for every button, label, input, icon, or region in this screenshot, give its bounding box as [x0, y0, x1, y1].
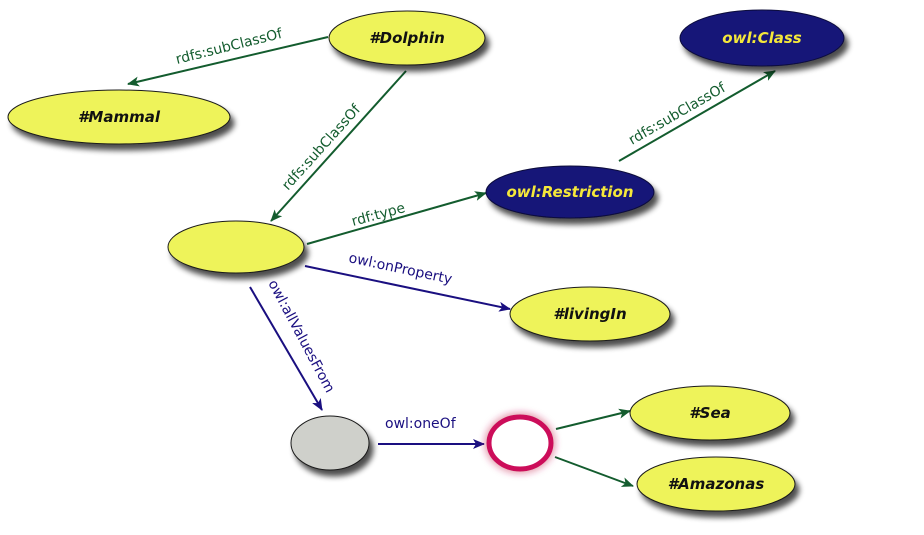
node-shape — [509, 286, 671, 342]
node-label: #Dolphin — [369, 29, 445, 47]
edge-restriction-owlclass: rdfs:subClassOf — [618, 70, 776, 162]
edge-label: rdfs:subClassOf — [626, 79, 729, 148]
node-label: #livingIn — [553, 305, 626, 323]
edge-line — [555, 408, 631, 430]
node-shape — [485, 165, 655, 219]
node-amazonas: #Amazonas — [636, 456, 796, 512]
edge-line — [127, 36, 329, 87]
node-livingin: #livingIn — [509, 286, 671, 342]
node-dolphin: #Dolphin — [328, 10, 486, 66]
node-label: #Amazonas — [668, 475, 765, 493]
node-shape — [629, 385, 791, 441]
nodes: #Dolphin #Mammal owl:Class owl:Restricti… — [7, 9, 845, 512]
node-shape — [636, 456, 796, 512]
node-shape — [486, 414, 554, 472]
edge-label: owl:allValuesFrom — [264, 277, 337, 395]
edge-line — [304, 265, 511, 312]
edge-grey-ring: owl:oneOf — [378, 416, 485, 449]
node-shape — [328, 10, 486, 66]
node-mammal: #Mammal — [7, 89, 231, 145]
node-grey — [290, 415, 370, 471]
edge-line — [554, 456, 634, 487]
edge-label: owl:onProperty — [347, 250, 453, 288]
node-label: #Sea — [689, 404, 731, 422]
edge-label: rdfs:subClassOf — [174, 26, 285, 68]
node-owl-class: owl:Class — [679, 9, 845, 67]
node-shape — [290, 415, 370, 471]
edge-blank-grey: owl:allValuesFrom — [249, 277, 337, 411]
node-blank — [167, 220, 305, 274]
edge-label: rdf:type — [350, 200, 407, 230]
node-ring — [486, 414, 554, 472]
edge-dolphin-blank: rdfs:subClassOf — [270, 70, 407, 222]
edge-line — [306, 191, 487, 245]
node-sea: #Sea — [629, 385, 791, 441]
node-label: #Mammal — [78, 108, 161, 126]
node-shape — [7, 89, 231, 145]
node-shape — [679, 9, 845, 67]
edge-label: owl:oneOf — [385, 416, 457, 432]
node-label: owl:Class — [722, 29, 802, 47]
edge-label: rdfs:subClassOf — [279, 101, 365, 194]
node-shape — [167, 220, 305, 274]
edge-ring-amazonas — [554, 456, 634, 487]
edge-blank-restriction: rdf:type — [306, 191, 487, 245]
edge-line — [249, 286, 323, 411]
edge-dolphin-mammal: rdfs:subClassOf — [127, 26, 329, 87]
node-label: owl:Restriction — [506, 183, 633, 201]
edge-line — [618, 70, 776, 162]
edge-blank-livingin: owl:onProperty — [304, 250, 511, 312]
edge-ring-sea — [555, 408, 631, 430]
node-owl-restriction: owl:Restriction — [485, 165, 655, 219]
edge-line — [270, 70, 407, 222]
